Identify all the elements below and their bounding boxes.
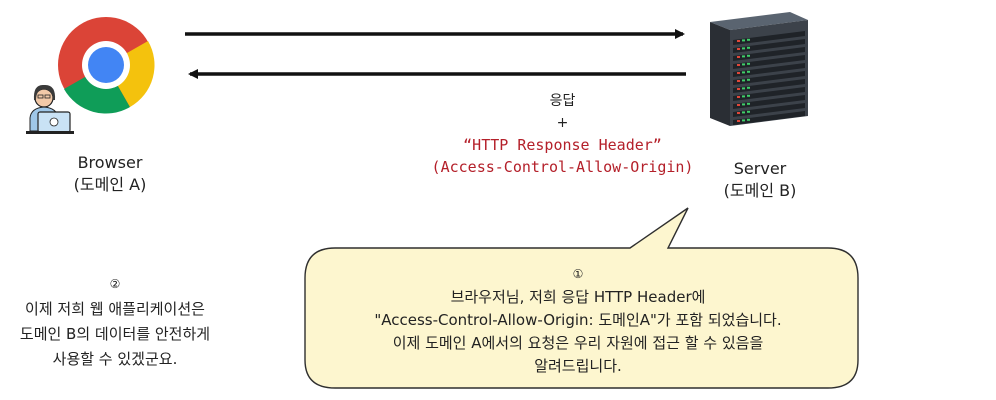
note-number: ② <box>109 277 121 291</box>
server-led <box>737 40 740 42</box>
callout-number: ① <box>572 267 584 281</box>
browser-label-block: Browser (도메인 A) <box>40 152 180 196</box>
server-led <box>747 70 750 73</box>
server-led <box>737 112 740 114</box>
server-slot <box>733 71 805 85</box>
server-led <box>742 95 745 98</box>
server-rack-icon <box>710 12 808 126</box>
server-slot <box>733 39 805 53</box>
server-led <box>742 111 745 114</box>
server-slot <box>733 79 805 93</box>
note-line: 도메인 B의 데이터를 안전하게 <box>19 325 211 343</box>
server-led <box>747 78 750 81</box>
callout-line: "Access-Control-Allow-Origin: 도메인A"가 포함 … <box>374 311 782 329</box>
server-led <box>747 62 750 65</box>
server-led <box>742 87 745 90</box>
server-domain: (도메인 B) <box>723 181 797 200</box>
response-text: 응답 <box>549 93 576 109</box>
developer-user-icon <box>26 84 74 134</box>
server-slot <box>733 31 805 45</box>
response-header-name: “HTTP Response Header” <box>463 136 662 154</box>
server-led <box>737 120 740 122</box>
server-label: Server <box>733 159 787 178</box>
server-slot <box>733 63 805 77</box>
server-slot <box>733 55 805 69</box>
server-led <box>747 54 750 57</box>
server-led <box>737 104 740 106</box>
server-slot <box>733 47 805 61</box>
callout-text-block: ① 브라우저님, 저희 응답 HTTP Header에 "Access-Cont… <box>318 263 838 378</box>
response-plus: + <box>556 115 569 131</box>
server-led <box>742 39 745 42</box>
server-led <box>747 110 750 113</box>
server-led <box>747 38 750 41</box>
server-led <box>742 63 745 66</box>
server-led <box>737 72 740 74</box>
server-led <box>747 94 750 97</box>
response-header-value: (Access-Control-Allow-Origin) <box>431 158 694 176</box>
callout-line: 알려드립니다. <box>534 357 622 375</box>
server-led <box>742 71 745 74</box>
server-led <box>747 86 750 89</box>
callout-line: 브라우저님, 저희 응답 HTTP Header에 <box>450 288 706 306</box>
callout-bubble <box>304 207 859 389</box>
server-led <box>742 47 745 50</box>
note-block: ② 이제 저희 웹 애플리케이션은 도메인 B의 데이터를 안전하게 사용할 수… <box>0 272 230 372</box>
chrome-icon <box>58 17 155 114</box>
server-led <box>747 118 750 121</box>
callout-line: 이제 도메인 A에서의 요청은 우리 자원에 접근 할 수 있음을 <box>392 334 764 352</box>
server-slot <box>733 95 805 109</box>
note-line: 이제 저희 웹 애플리케이션은 <box>25 300 205 318</box>
server-led <box>737 80 740 82</box>
response-label-block: 응답 + “HTTP Response Header” (Access-Cont… <box>400 90 725 178</box>
server-slot <box>733 103 805 117</box>
server-led <box>737 64 740 66</box>
note-line: 사용할 수 있겠군요. <box>52 350 178 368</box>
server-slot <box>733 111 805 125</box>
server-led <box>737 88 740 90</box>
server-led <box>742 79 745 82</box>
server-led <box>737 96 740 98</box>
server-led <box>747 102 750 105</box>
browser-label: Browser <box>77 153 143 172</box>
server-slot <box>733 87 805 101</box>
browser-domain: (도메인 A) <box>73 175 147 194</box>
server-led <box>742 119 745 122</box>
server-led <box>737 48 740 50</box>
server-led <box>742 103 745 106</box>
server-led <box>747 46 750 49</box>
server-led <box>737 56 740 58</box>
server-led <box>742 55 745 58</box>
server-label-block: Server (도메인 B) <box>690 158 830 202</box>
